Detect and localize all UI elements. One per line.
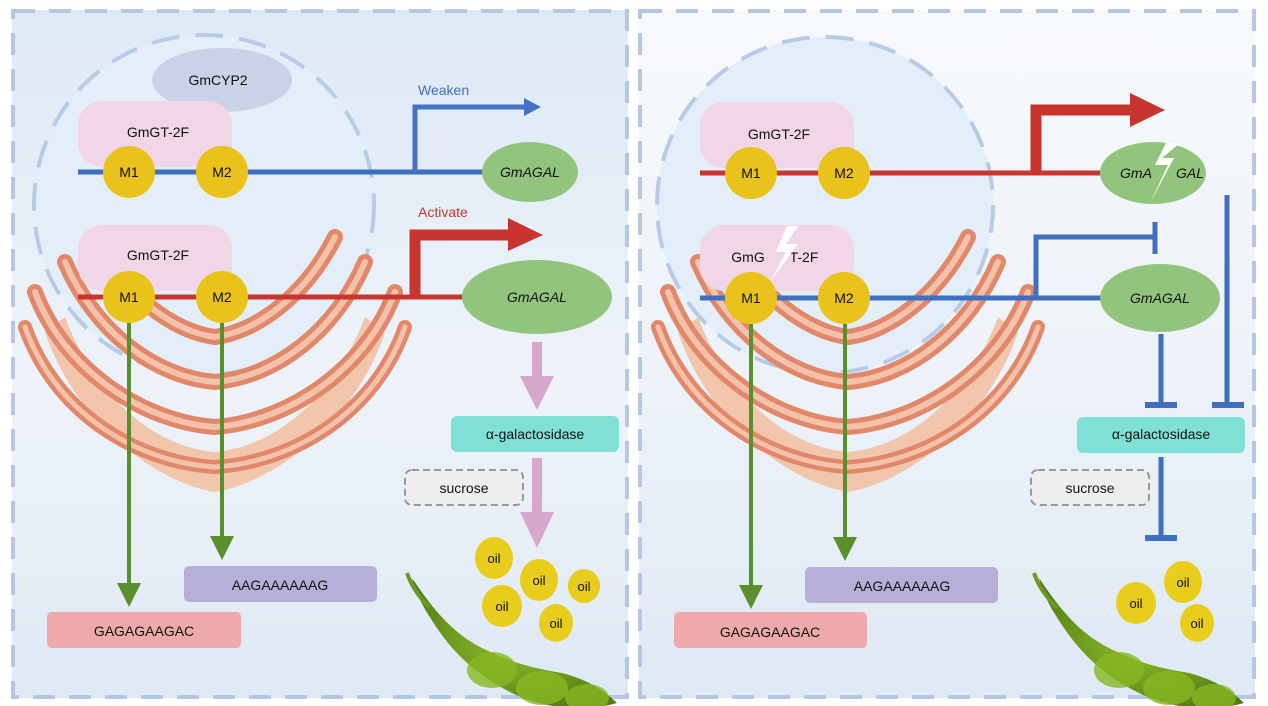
m1-label-bottom: M1 — [119, 289, 139, 305]
oil-label: oil — [1176, 575, 1189, 590]
weaken-arrow — [412, 104, 528, 172]
oil-droplet — [1180, 604, 1214, 642]
m1-label-bottom: M1 — [741, 290, 761, 306]
right-panel: GmGT-2F M1 M2 GmA GAL GmG T-2F M1 M2 GmA… — [638, 9, 1256, 706]
weaken-label: Weaken — [418, 82, 469, 98]
sequence-box-purple — [805, 567, 998, 603]
m2-site-top — [196, 146, 248, 198]
right-panel-border — [638, 9, 1256, 699]
gmagal-gene-bottom — [1100, 264, 1220, 332]
sequence-box-purple — [184, 566, 377, 602]
oil-droplet — [539, 604, 573, 642]
oil-droplet — [475, 537, 513, 579]
oil-droplet — [1116, 582, 1156, 624]
gmgt-2f-protein-bottom — [700, 225, 854, 291]
m2-label-bottom: M2 — [212, 289, 232, 305]
activate-arrow — [409, 229, 512, 297]
m1-site-top — [103, 146, 155, 198]
sucrose-label: sucrose — [1065, 480, 1114, 496]
alpha-galactosidase-box — [451, 416, 619, 452]
m2-label-bottom: M2 — [834, 290, 854, 306]
m1-site-bottom — [103, 271, 155, 323]
oil-droplets: oil oil oil — [1116, 561, 1214, 642]
oil-droplet — [482, 585, 522, 627]
m1-site-bottom — [725, 272, 777, 324]
m1-arrow-head — [117, 583, 141, 607]
oil-label: oil — [577, 579, 590, 594]
oil-label: oil — [1190, 616, 1203, 631]
m2-label-top: M2 — [212, 164, 232, 180]
lightning-bolt-icon — [1150, 143, 1180, 203]
gmagal-gene-top — [482, 142, 578, 202]
left-panel: GmCYP2 GmGT-2F M1 M2 Weaken GmAGAL GmGT-… — [11, 9, 629, 706]
gmagal-gene-bottom — [462, 260, 612, 334]
sucrose-box — [404, 469, 524, 506]
gmgt-2f-label-top: GmGT-2F — [748, 126, 810, 142]
m1-site-top — [725, 147, 777, 199]
oil-droplets: oil oil oil oil oil — [475, 537, 600, 642]
weaken-arrow-head — [524, 98, 541, 116]
repress-arrow — [1033, 234, 1155, 298]
sequence-pink-label: GAGAGAAGAC — [94, 623, 194, 639]
gmagal-label-bottom: GmAGAL — [1130, 290, 1190, 306]
m2-arrow-head — [833, 537, 857, 561]
m1-label-top: M1 — [741, 165, 761, 181]
oil-label: oil — [549, 616, 562, 631]
sequence-purple-label: AAGAAAAAAG — [854, 578, 950, 594]
left-panel-border — [11, 9, 629, 699]
gmcyp2-protein — [152, 48, 292, 112]
m1-arrow-head — [739, 585, 763, 609]
gmgt-2f-label-bottom: GmGT-2F — [127, 247, 189, 263]
activate-arrow — [1030, 104, 1135, 173]
gmgt-2f-label-bottom-b: T-2F — [790, 249, 819, 265]
sequence-box-pink — [47, 612, 241, 648]
gmagal-label-top-a: GmA — [1120, 165, 1152, 181]
gmgt-2f-label-top: GmGT-2F — [127, 124, 189, 140]
enzyme-to-oil-arrow — [532, 458, 542, 514]
oil-droplet — [568, 569, 600, 603]
gmagal-label-top-b: GAL — [1176, 165, 1204, 181]
activate-label: Activate — [418, 204, 468, 220]
m2-site-top — [818, 147, 870, 199]
gmcyp2-label: GmCYP2 — [188, 72, 247, 88]
sucrose-box — [1030, 469, 1150, 506]
oil-label: oil — [532, 573, 545, 588]
oil-label: oil — [487, 551, 500, 566]
gene-to-enzyme-arrow-head — [520, 376, 554, 410]
alpha-galactosidase-box — [1077, 417, 1245, 453]
gmgt-2f-label-bottom-a: GmG — [731, 249, 764, 265]
m2-site-bottom — [818, 272, 870, 324]
nucleus — [655, 35, 995, 375]
alpha-galactosidase-label: α-galactosidase — [486, 426, 585, 442]
m2-site-bottom — [196, 271, 248, 323]
sucrose-label: sucrose — [439, 480, 488, 496]
m2-label-top: M2 — [834, 165, 854, 181]
m1-label-top: M1 — [119, 164, 139, 180]
gene-to-enzyme-arrow — [532, 342, 542, 378]
gmagal-gene-top-disrupted — [1100, 142, 1206, 204]
sequence-purple-label: AAGAAAAAAG — [232, 577, 328, 593]
oil-droplet — [1164, 561, 1202, 603]
sequence-pink-label: GAGAGAAGAC — [720, 624, 820, 640]
gmagal-label-bottom: GmAGAL — [507, 289, 567, 305]
lightning-bolt-icon — [770, 226, 798, 282]
oil-droplet — [520, 559, 558, 601]
gmagal-label-top: GmAGAL — [500, 164, 560, 180]
oil-label: oil — [1129, 596, 1142, 611]
enzyme-to-oil-arrow-head — [520, 512, 554, 548]
oil-label: oil — [495, 599, 508, 614]
sequence-box-pink — [674, 612, 867, 648]
activate-arrow-head — [508, 218, 543, 251]
m2-arrow-head — [210, 536, 234, 560]
alpha-galactosidase-label: α-galactosidase — [1112, 426, 1211, 442]
activate-arrow-head — [1130, 93, 1165, 127]
